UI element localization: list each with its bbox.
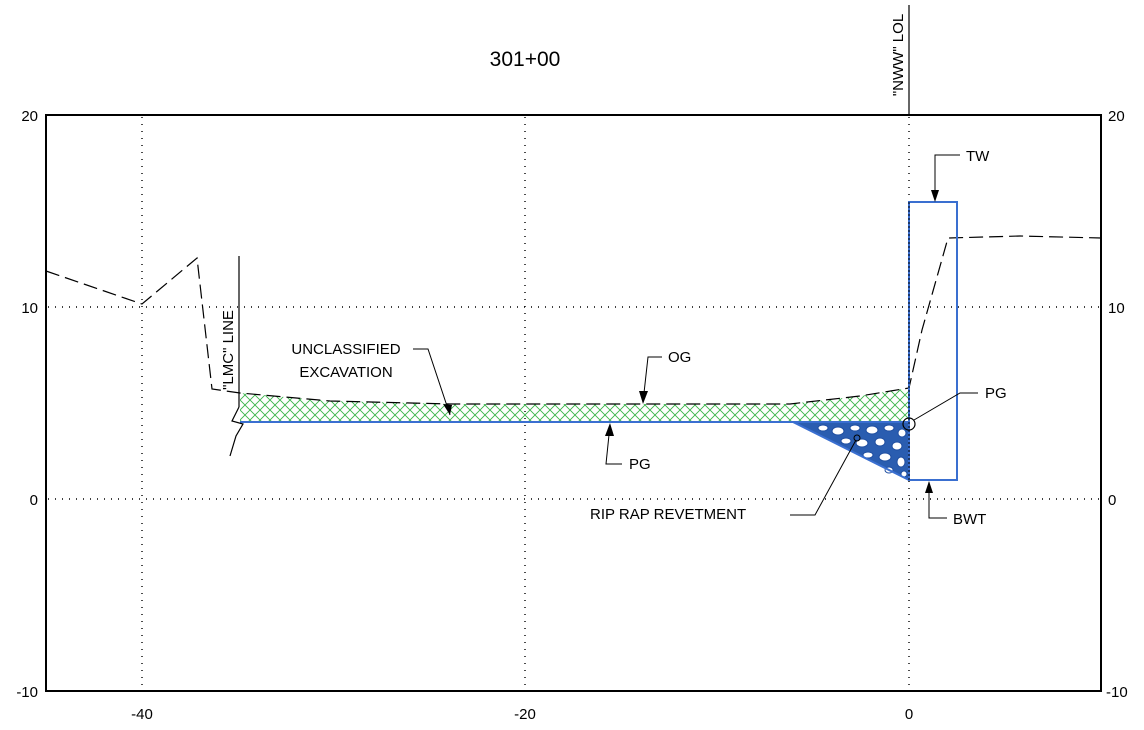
callout-rip-rap: RIP RAP REVETMENT [590,434,861,523]
callout-pg-right-leader [913,392,978,421]
plot-frame [45,114,1102,692]
lmc-line: "LMC" LINE [220,256,244,457]
station-title: 301+00 [490,48,561,71]
callout-bwt-arrowhead [925,481,933,493]
nww-lol-label: "NWW" LOL [890,14,907,96]
callout-unclassified-excavation: UNCLASSIFIED EXCAVATION [291,341,452,416]
callout-rip-rap-leader [790,439,857,516]
callout-unclassified-leader [413,348,451,416]
callout-tw-arrowhead [931,190,939,202]
callout-bwt-leader [928,482,947,519]
y-tick-left-20: 20 [21,108,38,125]
lmc-line-label: "LMC" LINE [220,310,237,390]
callout-pg-right-label: PG [985,385,1007,402]
nww-lol-line: "NWW" LOL [890,5,910,115]
callout-pg-left-leader [605,424,622,465]
callout-og-label: OG [668,349,691,366]
unclassified-excavation-area [240,388,909,422]
y-tick-right-20: 20 [1108,108,1125,125]
callout-bwt: BWT [925,481,986,528]
y-tick-left-10: 10 [21,300,38,317]
y-tick-left-minus10: -10 [16,684,38,701]
wall-structure [908,201,958,481]
callout-bwt-label: BWT [953,511,986,528]
callout-og-arrowhead [639,391,648,404]
pg-point-marker [902,417,916,431]
callout-pg-left-label: PG [629,456,651,473]
callout-tw: TW [931,148,990,202]
callout-og: OG [639,349,691,404]
y-tick-left-0: 0 [30,492,38,509]
callout-pg-left: PG [605,423,651,473]
y-tick-right-minus10: -10 [1106,684,1128,701]
callout-tw-leader [934,154,960,200]
callout-unclassified-arrowhead [443,404,452,415]
grid [48,117,1099,689]
proposed-grade-line [240,421,910,481]
lmc-break-symbol [229,406,244,457]
callout-unclassified-line1: UNCLASSIFIED [291,341,400,358]
callout-pg-right: PG [913,385,1007,421]
callout-rip-rap-label: RIP RAP REVETMENT [590,506,746,523]
y-tick-right-10: 10 [1108,300,1125,317]
x-tick-0: 0 [905,706,913,723]
original-ground-line [45,235,1102,405]
callout-pg-left-arrowhead [605,423,614,436]
x-tick-minus40: -40 [131,706,153,723]
callout-unclassified-line2: EXCAVATION [299,364,392,381]
x-tick-minus20: -20 [514,706,536,723]
callout-og-leader [642,356,662,403]
y-tick-right-0: 0 [1108,492,1116,509]
callout-rip-rap-dot [853,434,861,442]
callout-tw-label: TW [966,148,990,165]
